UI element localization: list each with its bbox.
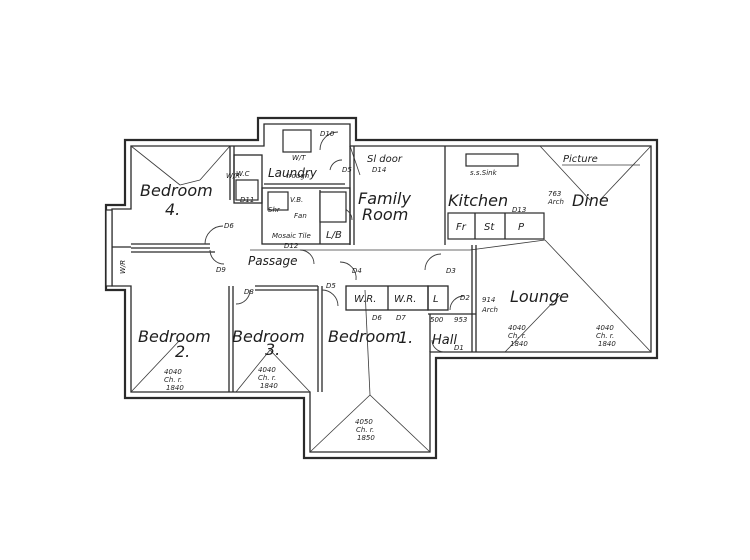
svg-text:Picture: Picture bbox=[563, 154, 598, 165]
wc-fixture bbox=[235, 179, 259, 201]
kitchen-label: Kitchen bbox=[448, 191, 508, 210]
family-label: Family bbox=[358, 189, 411, 208]
svg-text:P: P bbox=[518, 222, 525, 233]
dine-label: Dine bbox=[572, 191, 609, 210]
svg-text:4040: 4040 bbox=[596, 324, 614, 332]
svg-text:1840: 1840 bbox=[598, 340, 616, 348]
svg-text:4040: 4040 bbox=[258, 366, 276, 374]
svg-text:V.B.: V.B. bbox=[290, 196, 303, 204]
window-wr bbox=[105, 209, 113, 287]
svg-text:D14: D14 bbox=[372, 166, 386, 174]
svg-text:Ch. r.: Ch. r. bbox=[258, 374, 276, 382]
svg-text:D4: D4 bbox=[352, 267, 362, 275]
svg-text:1840: 1840 bbox=[166, 384, 184, 392]
svg-text:W/R: W/R bbox=[119, 260, 127, 274]
svg-text:D12: D12 bbox=[284, 242, 299, 250]
passage-label: Passage bbox=[248, 254, 297, 268]
shower-base bbox=[319, 191, 347, 223]
svg-text:trough: trough bbox=[286, 172, 309, 180]
svg-text:W/R: W/R bbox=[226, 172, 240, 180]
bedroom3-label: Bedroom bbox=[232, 327, 305, 346]
svg-text:W.C: W.C bbox=[236, 170, 250, 178]
vanity-basin bbox=[267, 191, 289, 211]
hall-label: Hall bbox=[432, 333, 457, 348]
bedroom2-label: Bedroom bbox=[138, 327, 211, 346]
door-swings bbox=[204, 131, 465, 353]
fixtures bbox=[105, 129, 640, 287]
svg-text:W/T: W/T bbox=[292, 154, 306, 162]
svg-text:W.R.: W.R. bbox=[354, 294, 376, 305]
svg-text:L/B: L/B bbox=[326, 230, 342, 241]
svg-text:s.s.Sink: s.s.Sink bbox=[470, 169, 498, 177]
svg-text:Sl door: Sl door bbox=[367, 154, 403, 165]
ceiling-height-notes: 4040 Ch. r. 1840 4040 Ch. r. 1840 4050 C… bbox=[164, 324, 616, 442]
svg-text:L: L bbox=[433, 294, 439, 305]
svg-text:D5: D5 bbox=[342, 166, 352, 174]
svg-text:4040: 4040 bbox=[164, 368, 182, 376]
svg-text:D3: D3 bbox=[446, 267, 456, 275]
svg-text:D9: D9 bbox=[216, 266, 226, 274]
room-label: Room bbox=[362, 205, 408, 224]
svg-text:D13: D13 bbox=[512, 206, 526, 214]
svg-text:Ch. r.: Ch. r. bbox=[164, 376, 182, 384]
svg-text:D5: D5 bbox=[326, 282, 336, 290]
svg-text:D2: D2 bbox=[460, 294, 470, 302]
svg-text:1840: 1840 bbox=[260, 382, 278, 390]
bedroom4-label: Bedroom bbox=[140, 181, 213, 200]
svg-text:914: 914 bbox=[482, 296, 495, 304]
svg-text:Ch. r.: Ch. r. bbox=[356, 426, 374, 434]
bedroom1-label: Bedroom bbox=[328, 327, 401, 346]
svg-text:D11: D11 bbox=[240, 196, 254, 204]
svg-text:Fr: Fr bbox=[456, 222, 467, 233]
bedroom1-number: 1. bbox=[398, 328, 413, 347]
svg-text:Arch: Arch bbox=[547, 198, 564, 206]
sink-fixture bbox=[465, 153, 519, 167]
svg-text:1840: 1840 bbox=[510, 340, 528, 348]
svg-text:W.R.: W.R. bbox=[394, 294, 416, 305]
svg-text:Arch: Arch bbox=[481, 306, 498, 314]
svg-text:Shr: Shr bbox=[268, 206, 281, 214]
svg-text:1850: 1850 bbox=[357, 434, 375, 442]
lounge-label: Lounge bbox=[510, 287, 569, 306]
svg-text:D7: D7 bbox=[396, 314, 406, 322]
ceiling-hip-lines bbox=[130, 145, 652, 453]
svg-text:Fan: Fan bbox=[294, 212, 307, 220]
laundry-label: Laundry bbox=[268, 166, 318, 180]
svg-text:D6: D6 bbox=[224, 222, 234, 230]
svg-text:4040: 4040 bbox=[508, 324, 526, 332]
svg-text:D10: D10 bbox=[320, 130, 335, 138]
svg-text:D8: D8 bbox=[244, 288, 254, 296]
bedroom2-number: 2. bbox=[175, 342, 190, 361]
svg-text:Ch. r.: Ch. r. bbox=[596, 332, 614, 340]
svg-text:500: 500 bbox=[430, 316, 444, 324]
annotations: trough W/T D10 D5 Sl door D14 Picture s.… bbox=[119, 130, 598, 352]
svg-text:4050: 4050 bbox=[355, 418, 373, 426]
svg-text:763: 763 bbox=[548, 190, 561, 198]
svg-text:Mosaic Tile: Mosaic Tile bbox=[272, 232, 311, 240]
interior-walls bbox=[112, 146, 545, 392]
trough-fixture bbox=[282, 129, 312, 153]
bedroom4-number: 4. bbox=[165, 200, 180, 219]
svg-text:Ch. r.: Ch. r. bbox=[508, 332, 526, 340]
svg-text:D1: D1 bbox=[454, 344, 464, 352]
svg-text:St: St bbox=[484, 222, 495, 233]
bedroom3-number: 3. bbox=[265, 340, 280, 359]
svg-text:D6: D6 bbox=[372, 314, 382, 322]
room-labels: Bedroom 4. Bedroom 2. Bedroom 3. Bedroom… bbox=[138, 166, 609, 361]
svg-text:953: 953 bbox=[454, 316, 467, 324]
